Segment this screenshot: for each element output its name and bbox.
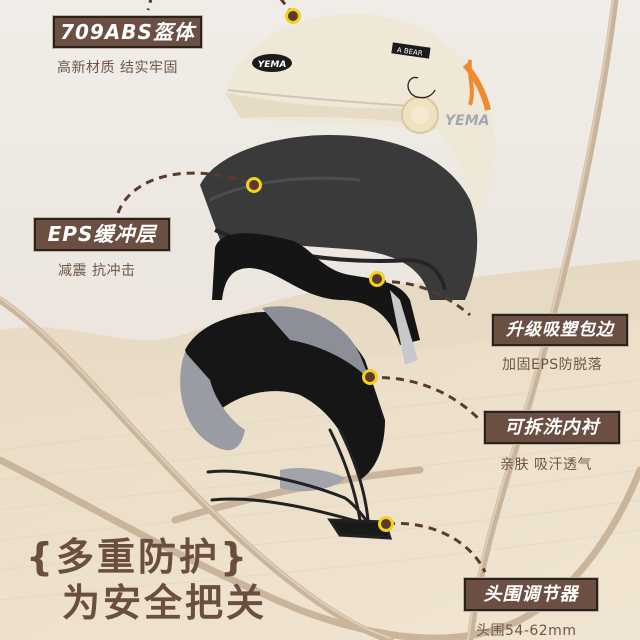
callout-adjuster-title: 头围调节器 xyxy=(464,578,598,611)
hotspot-liner[interactable] xyxy=(362,369,378,385)
svg-text:YEMA: YEMA xyxy=(445,113,489,129)
hotspot-adjuster[interactable] xyxy=(378,516,394,532)
hotspot-shell[interactable] xyxy=(285,8,301,24)
svg-text:A BEAR: A BEAR xyxy=(396,46,423,58)
hotspot-edge[interactable] xyxy=(369,271,385,287)
callout-liner-subtitle: 亲肤 吸汗透气 xyxy=(500,457,592,473)
edge-trim xyxy=(212,233,420,365)
slogan-line-1: {多重防护} xyxy=(26,535,251,579)
callout-adjuster-subtitle: 头围54-62mm xyxy=(476,623,577,639)
callout-shell-subtitle: 高新材质 结实牢固 xyxy=(57,60,178,76)
callout-edge-title: 升级吸塑包边 xyxy=(492,314,628,346)
callout-liner-title: 可拆洗内衬 xyxy=(484,411,620,444)
slogan-line-2: 为安全把关 xyxy=(62,581,268,625)
callout-shell-title: 709ABS盔体 xyxy=(53,16,202,48)
helmet-shell: YEMA A BEAR YEMA xyxy=(225,13,495,210)
inner-liner xyxy=(180,306,385,492)
callout-eps-title: EPS缓冲层 xyxy=(34,218,170,251)
callout-edge-subtitle: 加固EPS防脱落 xyxy=(502,357,603,373)
head-adjuster xyxy=(206,428,393,540)
hotspot-eps[interactable] xyxy=(246,177,262,193)
svg-text:YEMA: YEMA xyxy=(258,60,287,70)
callout-eps-subtitle: 减震 抗冲击 xyxy=(58,263,136,279)
